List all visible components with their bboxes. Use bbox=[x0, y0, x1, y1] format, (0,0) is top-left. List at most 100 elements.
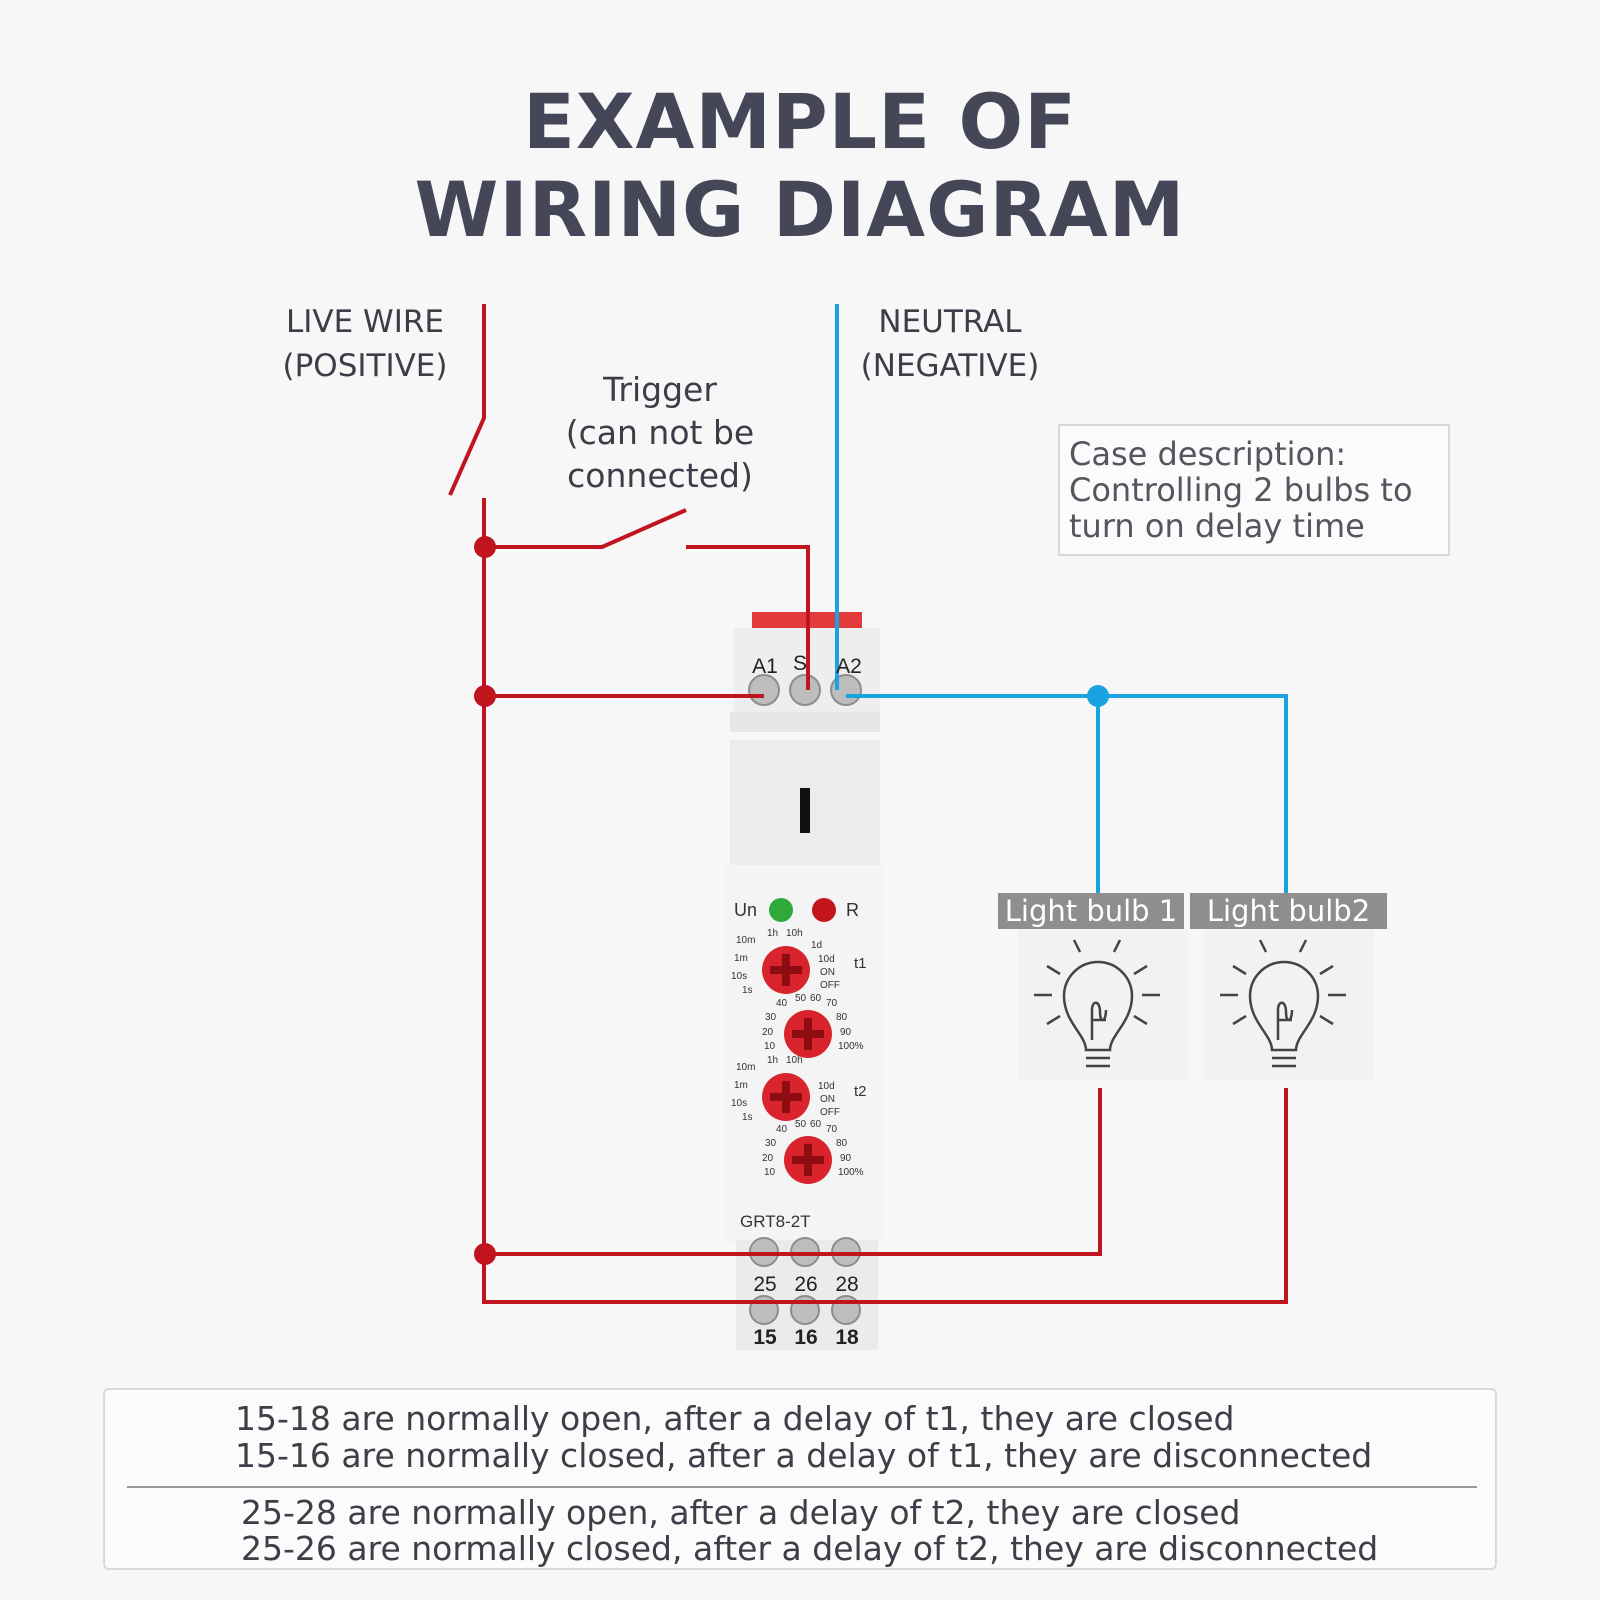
knob-t1-range-icon bbox=[762, 946, 810, 994]
trigger-label-line-3: connected) bbox=[567, 456, 753, 495]
junction-neutral-icon bbox=[1087, 685, 1109, 707]
title-line-1: EXAMPLE OF bbox=[523, 77, 1077, 166]
terminal-28-label: 28 bbox=[835, 1273, 859, 1296]
scale-t2-80: 80 bbox=[836, 1138, 848, 1149]
terminal-a2-label: A2 bbox=[836, 655, 862, 678]
scale-t1-60: 60 bbox=[810, 993, 822, 1004]
scale-t1-1s: 1s bbox=[742, 985, 753, 996]
dial-t2-label: t2 bbox=[854, 1083, 867, 1100]
scale-t1-10h: 10h bbox=[786, 928, 803, 939]
neutral-label-line-1: NEUTRAL bbox=[878, 304, 1022, 340]
description-line-3: 25-28 are normally open, after a delay o… bbox=[241, 1493, 1241, 1532]
scale-t2-20: 20 bbox=[762, 1153, 774, 1164]
scale-t2-30: 30 bbox=[765, 1138, 777, 1149]
live-main-bus bbox=[482, 498, 1288, 1304]
page-title: EXAMPLE OF WIRING DIAGRAM bbox=[0, 78, 1600, 254]
bulb-2-icon bbox=[1204, 930, 1374, 1080]
live-wire-label-line-1: LIVE WIRE bbox=[286, 304, 444, 340]
led-red-icon bbox=[812, 898, 836, 922]
scale-t1-20: 20 bbox=[762, 1027, 774, 1038]
case-description-line-3: turn on delay time bbox=[1069, 507, 1365, 545]
led-green-icon bbox=[769, 898, 793, 922]
trigger-label-line-1: Trigger bbox=[603, 370, 717, 409]
device-model-label: GRT8-2T bbox=[740, 1212, 811, 1231]
relay-slot bbox=[800, 788, 810, 833]
terminal-18-label: 18 bbox=[835, 1326, 859, 1349]
live-wire-label: LIVE WIRE (POSITIVE) bbox=[270, 300, 460, 388]
bulb-1-icon bbox=[1018, 930, 1188, 1080]
scale-t2-10m: 10m bbox=[736, 1062, 756, 1073]
dial-t1-label: t1 bbox=[854, 955, 867, 972]
scale-t1-10s: 10s bbox=[731, 971, 748, 982]
terminal-15-label: 15 bbox=[753, 1326, 777, 1349]
scale-t2-10s: 10s bbox=[731, 1098, 748, 1109]
scale-t1-100: 100% bbox=[838, 1041, 864, 1052]
neutral-wires bbox=[835, 304, 1288, 895]
scale-t1-on: ON bbox=[820, 967, 835, 978]
neutral-label: NEUTRAL (NEGATIVE) bbox=[845, 300, 1055, 388]
scale-t2-60: 60 bbox=[810, 1119, 822, 1130]
scale-t1-80: 80 bbox=[836, 1012, 848, 1023]
screw-a1-icon bbox=[748, 674, 780, 706]
terminal-16-label: 16 bbox=[794, 1326, 818, 1349]
relay-device bbox=[726, 612, 882, 1350]
live-main-switch bbox=[448, 304, 486, 496]
junction-trigger-icon bbox=[474, 536, 496, 558]
trigger-to-s-wire bbox=[686, 545, 810, 690]
junction-a1-icon bbox=[474, 685, 496, 707]
scale-t1-10d: 10d bbox=[818, 954, 835, 965]
terminal-s-label: S bbox=[792, 652, 807, 675]
scale-t2-off: OFF bbox=[820, 1107, 840, 1118]
trigger-label-line-2: (can not be bbox=[565, 413, 755, 452]
trigger-label: Trigger (can not be connected) bbox=[540, 368, 780, 497]
scale-t2-on: ON bbox=[820, 1094, 835, 1105]
scale-t2-70: 70 bbox=[826, 1124, 838, 1135]
knob-t1-percent-icon bbox=[784, 1010, 832, 1058]
knob-t2-percent-icon bbox=[784, 1136, 832, 1184]
scale-t2-90: 90 bbox=[840, 1153, 852, 1164]
indicator-r-label: R bbox=[846, 900, 859, 920]
scale-t1-10m: 10m bbox=[736, 935, 756, 946]
scale-t2-1s: 1s bbox=[742, 1112, 753, 1123]
terminal-a1-label: A1 bbox=[752, 655, 778, 678]
scale-t2-1m: 1m bbox=[734, 1080, 748, 1091]
live-to-bulb-1-wire bbox=[484, 1088, 1102, 1256]
scale-t1-1d: 1d bbox=[811, 940, 823, 951]
neutral-bus bbox=[846, 694, 1288, 895]
scale-t1-off: OFF bbox=[820, 980, 840, 991]
scale-t2-50: 50 bbox=[795, 1119, 807, 1130]
title-line-2: WIRING DIAGRAM bbox=[414, 165, 1186, 254]
scale-t1-30: 30 bbox=[765, 1012, 777, 1023]
scale-t1-50: 50 bbox=[795, 993, 807, 1004]
scale-t1-40: 40 bbox=[776, 998, 788, 1009]
bulb-1-label: Light bulb 1 bbox=[998, 893, 1184, 929]
terminal-25-label: 25 bbox=[753, 1273, 777, 1296]
live-wires bbox=[448, 304, 1288, 1304]
scale-t2-10: 10 bbox=[764, 1167, 776, 1178]
bulb-2-label: Light bulb2 bbox=[1190, 893, 1387, 929]
description-line-2: 15-16 are normally closed, after a delay… bbox=[235, 1436, 1373, 1475]
scale-t1-70: 70 bbox=[826, 998, 838, 1009]
scale-t2-1h: 1h bbox=[767, 1055, 779, 1066]
terminal-26-label: 26 bbox=[794, 1273, 818, 1296]
scale-t1-10: 10 bbox=[764, 1041, 776, 1052]
description-line-1: 15-18 are normally open, after a delay o… bbox=[235, 1399, 1235, 1438]
case-description-box: Case description: Controlling 2 bulbs to… bbox=[1058, 424, 1450, 556]
relay-shoulder bbox=[730, 712, 880, 732]
trigger-switch bbox=[484, 508, 687, 549]
neutral-label-line-2: (NEGATIVE) bbox=[860, 348, 1040, 384]
description-line-4: 25-26 are normally closed, after a delay… bbox=[241, 1529, 1379, 1568]
live-wire-label-line-2: (POSITIVE) bbox=[282, 348, 448, 384]
knob-t2-range-icon bbox=[762, 1073, 810, 1121]
scale-t2-10h: 10h bbox=[786, 1055, 803, 1066]
contact-description-box: 15-18 are normally open, after a delay o… bbox=[103, 1388, 1497, 1570]
case-description-line-2: Controlling 2 bulbs to bbox=[1069, 471, 1413, 509]
scale-t2-100: 100% bbox=[838, 1167, 864, 1178]
description-divider bbox=[127, 1486, 1477, 1488]
junction-bulb-1-icon bbox=[474, 1243, 496, 1265]
indicator-un-label: Un bbox=[734, 900, 758, 920]
scale-t2-10d: 10d bbox=[818, 1081, 835, 1092]
scale-t1-1h: 1h bbox=[767, 928, 779, 939]
scale-t2-40: 40 bbox=[776, 1124, 788, 1135]
